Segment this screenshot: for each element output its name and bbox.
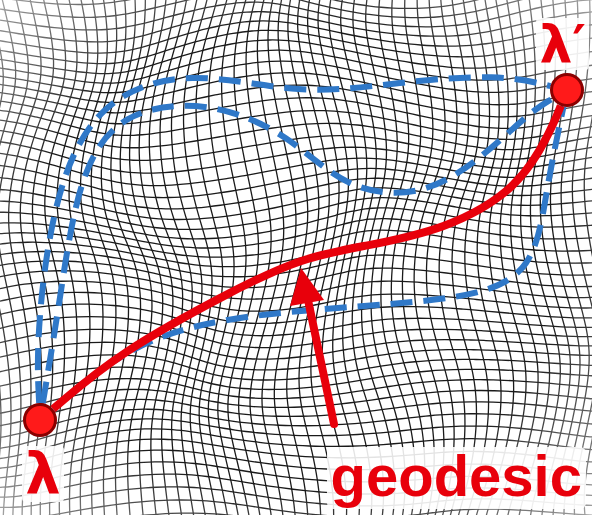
point-label: λ — [22, 446, 63, 502]
alternative-path — [38, 77, 551, 403]
point-marker: λ′ — [550, 73, 584, 107]
annotation-label: geodesic — [327, 447, 586, 509]
point-label: λ′ — [536, 18, 589, 70]
pointer-arrow-shaft — [308, 300, 334, 424]
geodesic-path — [53, 106, 561, 409]
pointer-arrow-head — [290, 268, 324, 306]
alternative-path — [53, 107, 564, 409]
point-marker: λ — [23, 403, 57, 437]
